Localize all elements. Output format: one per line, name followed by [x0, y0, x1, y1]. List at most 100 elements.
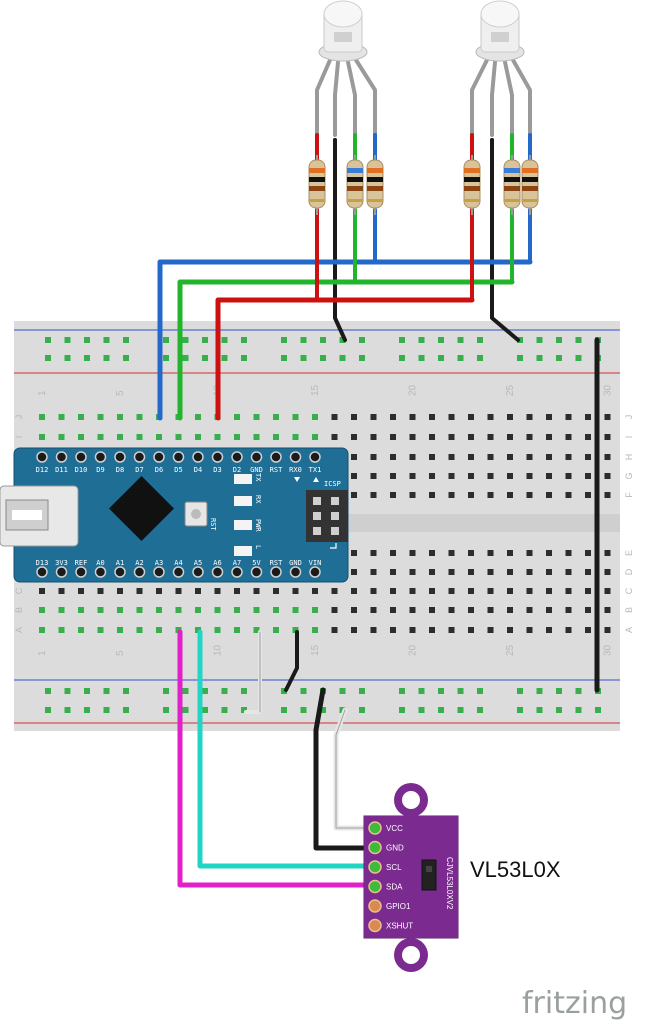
- module-pin: [368, 821, 382, 835]
- resistor-band: [504, 186, 520, 191]
- breadboard-hole: [536, 355, 543, 361]
- breadboard-hole: [39, 627, 45, 633]
- breadboard-hole: [339, 337, 346, 343]
- breadboard-hole: [390, 473, 396, 479]
- breadboard-hole: [390, 414, 396, 420]
- breadboard-hole: [163, 707, 169, 713]
- column-number-top: 25: [505, 384, 516, 396]
- breadboard-hole: [370, 454, 377, 460]
- resistor-band: [309, 168, 325, 173]
- pin-label-top: D12: [36, 466, 49, 474]
- icsp-pin: [313, 527, 321, 535]
- breadboard-hole: [526, 454, 533, 460]
- breadboard-hole: [536, 688, 543, 694]
- breadboard-hole: [457, 688, 464, 694]
- header-pin: [250, 451, 263, 463]
- header-pin: [133, 566, 146, 578]
- pin-label-bottom: A5: [194, 559, 202, 567]
- breadboard-hole: [575, 355, 582, 361]
- header-pin: [231, 566, 243, 578]
- breadboard-hole: [97, 414, 104, 420]
- breadboard-hole: [39, 434, 45, 440]
- breadboard-hole: [409, 454, 416, 460]
- breadboard-hole: [585, 414, 591, 420]
- breadboard-hole: [103, 688, 110, 694]
- breadboard-hole: [292, 607, 299, 613]
- breadboard-hole: [234, 588, 240, 594]
- breadboard-hole: [58, 627, 65, 633]
- breadboard-hole: [565, 607, 572, 613]
- breadboard-hole: [292, 414, 299, 420]
- breadboard-hole: [418, 707, 425, 713]
- header-pin: [172, 566, 185, 578]
- breadboard-hole: [273, 627, 279, 633]
- breadboard-hole: [468, 414, 474, 420]
- module-name-label: VL53L0X: [470, 857, 561, 882]
- breadboard-hole: [556, 688, 562, 694]
- breadboard-hole: [565, 569, 572, 575]
- breadboard-hole: [585, 492, 591, 498]
- breadboard-hole: [320, 355, 326, 361]
- breadboard-hole: [507, 569, 513, 575]
- breadboard-hole: [182, 707, 189, 713]
- breadboard-hole: [241, 688, 247, 694]
- row-letter: C: [624, 587, 634, 594]
- breadboard-hole: [448, 492, 455, 498]
- breadboard-hole: [604, 473, 611, 479]
- breadboard-hole: [156, 607, 162, 613]
- header-pin: [114, 566, 126, 578]
- breadboard-hole: [487, 607, 494, 613]
- breadboard-hole: [604, 414, 611, 420]
- pin-label-top: D3: [213, 466, 221, 474]
- column-number-bottom: 15: [310, 644, 321, 656]
- breadboard-hole: [390, 607, 396, 613]
- pin-label-bottom: REF: [75, 559, 88, 567]
- resistor-band: [522, 168, 538, 173]
- breadboard-hole: [604, 607, 611, 613]
- breadboard-hole: [390, 492, 396, 498]
- breadboard-hole: [526, 434, 533, 440]
- pin-label-top: D2: [233, 466, 241, 474]
- resistor-band: [464, 199, 480, 202]
- breadboard-hole: [409, 492, 416, 498]
- pin-label-top: D8: [116, 466, 124, 474]
- breadboard-hole: [351, 414, 357, 420]
- icsp-pin: [331, 512, 339, 520]
- pin-label-bottom: D13: [36, 559, 49, 567]
- breadboard-hole: [273, 607, 279, 613]
- breadboard-hole: [156, 588, 162, 594]
- pin-label-bottom: A4: [174, 559, 182, 567]
- row-letter: A: [14, 627, 24, 633]
- breadboard-hole: [273, 414, 279, 420]
- breadboard-hole: [409, 569, 416, 575]
- breadboard-hole: [103, 355, 110, 361]
- breadboard-hole: [448, 550, 455, 556]
- breadboard-hole: [370, 588, 377, 594]
- breadboard-hole: [477, 707, 483, 713]
- breadboard-hole: [457, 355, 464, 361]
- breadboard-hole: [351, 434, 357, 440]
- pin-label-bottom: A3: [155, 559, 163, 567]
- breadboard-hole: [390, 627, 396, 633]
- breadboard-hole: [585, 454, 591, 460]
- breadboard-hole: [320, 707, 326, 713]
- resistor-band: [367, 177, 383, 182]
- header-pin: [36, 566, 48, 578]
- header-pin: [36, 451, 48, 463]
- breadboard-hole: [78, 588, 84, 594]
- breadboard-hole: [331, 607, 338, 613]
- breadboard-hole: [273, 434, 279, 440]
- breadboard-hole: [163, 337, 169, 343]
- column-number-bottom: 1: [37, 650, 48, 656]
- breadboard-hole: [221, 688, 228, 694]
- led-label: RX: [254, 495, 262, 504]
- reset-button[interactable]: [184, 501, 208, 527]
- breadboard-hole: [39, 607, 45, 613]
- breadboard-hole: [390, 550, 396, 556]
- breadboard-hole: [351, 627, 357, 633]
- breadboard-hole: [370, 569, 377, 575]
- breadboard-hole: [351, 473, 357, 479]
- breadboard-hole: [565, 588, 572, 594]
- pin-label-top: TX1: [309, 466, 322, 474]
